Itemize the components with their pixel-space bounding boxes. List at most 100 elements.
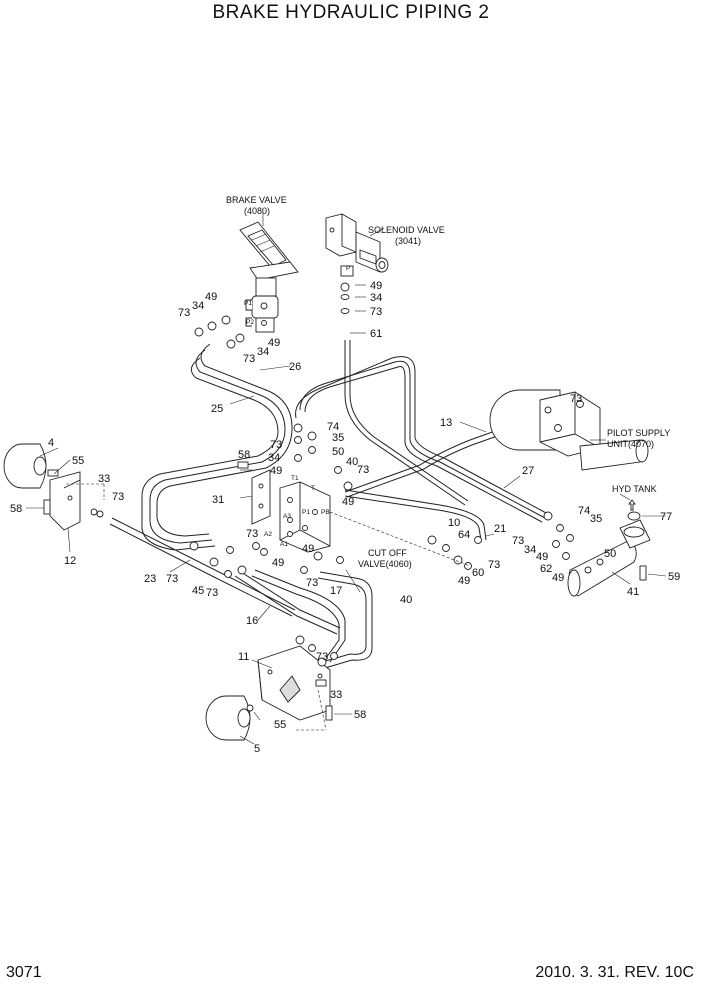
solenoid-valve-label: SOLENOID VALVE (368, 225, 445, 235)
callout-73: 73 (316, 651, 328, 663)
page-number: 3071 (6, 964, 42, 981)
callout-55: 55 (274, 719, 286, 731)
callout-5: 5 (254, 743, 260, 755)
callout-64: 64 (458, 529, 470, 541)
callout-34: 34 (370, 292, 382, 304)
callout-49: 49 (342, 496, 354, 508)
callout-49: 49 (270, 465, 282, 477)
callout-33: 33 (330, 689, 342, 701)
callout-17: 17 (330, 585, 342, 597)
callout-60: 60 (472, 567, 484, 579)
callout-73: 73 (246, 528, 258, 540)
component-labels: BRAKE VALVE (4080) P1 P2 SOLENOID VALVE … (226, 195, 670, 569)
brake-chamber-upper (3, 443, 81, 531)
callout-23: 23 (144, 573, 156, 585)
page-title: BRAKE HYDRAULIC PIPING 2 (212, 2, 490, 23)
callout-10: 10 (448, 517, 460, 529)
cut-off-valve (251, 469, 331, 553)
callout-12: 12 (64, 555, 76, 567)
hose-40 (319, 571, 373, 669)
callout-73: 73 (206, 587, 218, 599)
hose-61 (344, 340, 466, 506)
callout-35: 35 (590, 513, 602, 525)
solenoid-valve-code: (3041) (395, 236, 421, 246)
cut-off-port-p1: P1 (302, 509, 310, 516)
callout-49: 49 (370, 280, 382, 292)
callout-73: 73 (112, 491, 124, 503)
callout-49: 49 (458, 575, 470, 587)
hose-25 (141, 357, 279, 524)
callout-26: 26 (289, 361, 301, 373)
callout-74: 74 (578, 505, 590, 517)
hose-26 (149, 349, 286, 520)
callout-40: 40 (346, 456, 358, 468)
hose-21 (344, 489, 487, 541)
callout-21: 21 (494, 523, 506, 535)
cut-off-valve-label: CUT OFF (368, 548, 407, 558)
callout-58: 58 (354, 709, 366, 721)
pilot-supply-unit (489, 389, 649, 471)
callout-49: 49 (268, 337, 280, 349)
callout-73: 73 (166, 573, 178, 585)
callout-27: 27 (522, 465, 534, 477)
cut-off-port-t1: T1 (291, 475, 299, 482)
hose-23 (111, 517, 296, 611)
callout-41: 41 (627, 586, 639, 598)
hoses (109, 340, 549, 669)
callout-62: 62 (540, 563, 552, 575)
hyd-tank-manifold (567, 519, 651, 597)
cut-off-valve-code: VALVE(4060) (358, 559, 412, 569)
callout-58: 58 (238, 449, 250, 461)
leader-lines (26, 212, 667, 745)
brake-valve-code: (4080) (244, 206, 270, 216)
cut-off-port-t: T (311, 485, 315, 492)
cut-off-port-pb: PB (321, 509, 330, 516)
callout-73: 73 (178, 307, 190, 319)
callout-13: 13 (440, 417, 452, 429)
callout-73: 73 (306, 577, 318, 589)
callout-49: 49 (205, 291, 217, 303)
hyd-tank-label: HYD TANK (612, 484, 657, 494)
pilot-supply-label: PILOT SUPPLY (607, 428, 670, 438)
callout-58: 58 (10, 503, 22, 515)
fittings (43, 282, 647, 721)
callout-55: 55 (72, 455, 84, 467)
callout-73: 73 (270, 439, 282, 451)
revision-date: 2010. 3. 31. REV. 10C (535, 964, 694, 981)
callout-33: 33 (98, 473, 110, 485)
callout-25: 25 (211, 403, 223, 415)
brake-valve-port-p2: P2 (246, 319, 254, 326)
callout-49: 49 (536, 551, 548, 563)
brake-valve-port-p1: P1 (244, 300, 252, 307)
cut-off-port-a2: A2 (264, 531, 272, 538)
callout-16: 16 (246, 615, 258, 627)
brake-valve-label: BRAKE VALVE (226, 195, 287, 205)
callout-73: 73 (357, 464, 369, 476)
callout-45: 45 (192, 585, 204, 597)
callout-49: 49 (272, 557, 284, 569)
callout-35: 35 (332, 432, 344, 444)
callout-73: 73 (512, 535, 524, 547)
solenoid-port-p: P (346, 265, 350, 272)
callout-4: 4 (48, 437, 54, 449)
callout-34: 34 (257, 346, 269, 358)
callout-59: 59 (668, 571, 680, 583)
brake-valve (239, 221, 299, 333)
callout-49: 49 (552, 572, 564, 584)
callout-73: 73 (370, 306, 382, 318)
callout-49: 49 (302, 543, 314, 555)
pilot-supply-code: UNIT(4070) (607, 439, 654, 449)
callout-11: 11 (238, 651, 249, 663)
hose-13 (344, 414, 541, 493)
callout-40: 40 (400, 594, 412, 606)
callout-77: 77 (660, 511, 672, 523)
cut-off-port-a1: A1 (280, 541, 288, 548)
callout-73: 73 (570, 393, 582, 405)
callout-74: 74 (327, 421, 339, 433)
solenoid-valve (325, 213, 389, 277)
callout-73: 73 (243, 353, 255, 365)
brake-chamber-lower (205, 645, 331, 741)
hose-16 (237, 569, 341, 629)
cut-off-port-a3: A3 (283, 513, 291, 520)
